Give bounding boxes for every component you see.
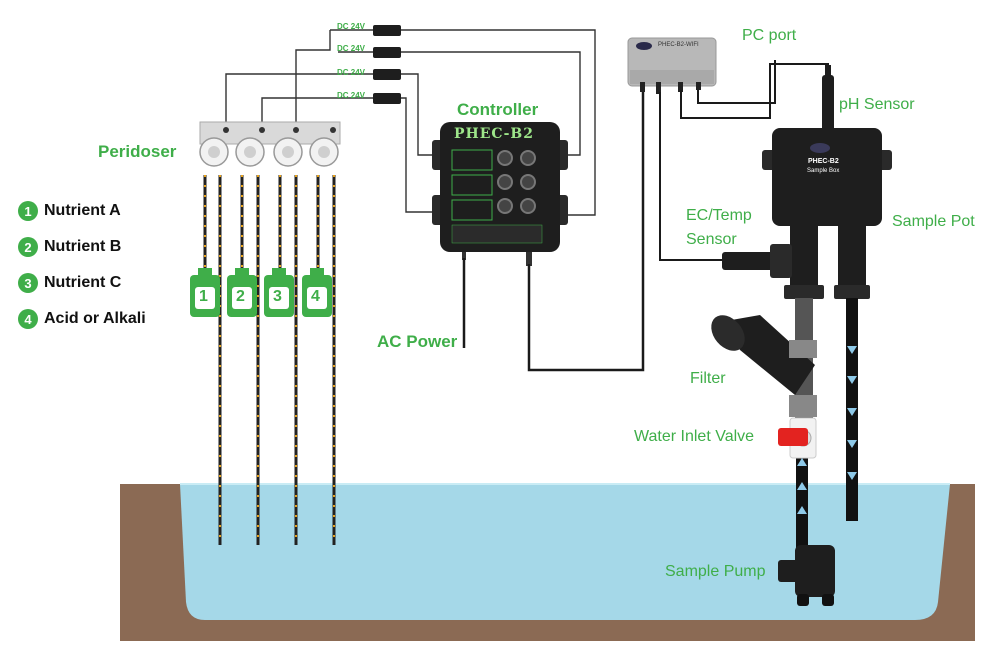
ac-power-label: AC Power [377,332,458,351]
bottle-number: 3 [273,288,282,305]
ph-sensor-label: pH Sensor [839,96,915,113]
controller-label: Controller [457,100,539,119]
legend-number: 4 [18,309,38,329]
controller-brand: PHEC-B2 [454,126,534,142]
wifi-box [627,37,717,94]
legend-number: 2 [18,237,38,257]
bottle-2 [227,268,257,317]
dc-adapter [373,47,401,58]
legend-item: 2 Nutrient B [18,237,121,257]
dc-label: DC 24V [337,68,366,77]
water-inlet-valve [778,417,817,459]
up-arrow-icon [797,482,807,490]
down-arrow-icon [847,376,857,384]
bottle-number: 2 [236,288,245,305]
dc-adapter [373,69,401,80]
sample-pot-label: Sample Pot [892,213,975,230]
filter-label: Filter [690,370,726,387]
down-arrow-icon [847,472,857,480]
dc-label: DC 24V [337,91,366,100]
sample-box-brand: PHEC-B2 [808,158,839,165]
wifi-box-label: PHEC-B2-WIFI [658,42,699,48]
legend-item: 4 Acid or Alkali [18,309,146,329]
bottle-4 [302,268,332,317]
bottle-1 [190,268,220,317]
legend-item: 1 Nutrient A [18,201,121,221]
bottle-3 [264,268,294,317]
power-wiring [225,29,596,216]
down-arrow-icon [847,440,857,448]
bottle-number: 4 [311,288,320,305]
legend-item: 3 Nutrient C [18,273,121,293]
water-filter [711,315,817,417]
up-arrow-icon [797,506,807,514]
ec-temp-label-line2: Sensor [686,231,737,248]
sample-pump-label: Sample Pump [665,563,766,580]
controller-link-cable [527,90,645,372]
pc-port-cable [697,60,776,104]
ph-sensor-probe [822,75,834,135]
dosing-tubes [203,175,336,545]
sample-pot-box [762,128,892,299]
legend-text: Nutrient A [44,202,121,219]
down-arrow-icon [847,346,857,354]
ec-temp-label-line1: EC/Temp [686,207,752,224]
dc-adapter [373,93,401,104]
legend-text: Nutrient B [44,238,122,255]
nutrient-bottles [190,268,332,317]
ec-sensor-cable [659,92,724,261]
inflow-pipe-lower [796,455,808,550]
legend-number: 3 [18,273,38,293]
dc-label: DC 24V [337,44,366,53]
peridoser-label: Peridoser [98,142,177,161]
bottle-number: 1 [199,288,208,305]
water-inlet-valve-label: Water Inlet Valve [634,428,755,445]
sample-pump [778,545,835,606]
legend-text: Acid or Alkali [44,310,146,327]
up-arrow-icon [797,458,807,466]
peridoser-unit [199,121,341,167]
water-reservoir [180,484,950,620]
dc-label: DC 24V [337,22,366,31]
flow-arrows [797,346,857,514]
dc-adapter [373,25,401,36]
controller-unit [432,122,568,266]
ec-temp-sensor [722,252,780,270]
down-arrow-icon [847,408,857,416]
dc-adapters [373,25,401,104]
sample-box-subtitle: Sample Box [807,168,840,174]
pc-port-label: PC port [742,27,797,44]
legend-number: 1 [18,201,38,221]
legend-text: Nutrient C [44,274,122,291]
